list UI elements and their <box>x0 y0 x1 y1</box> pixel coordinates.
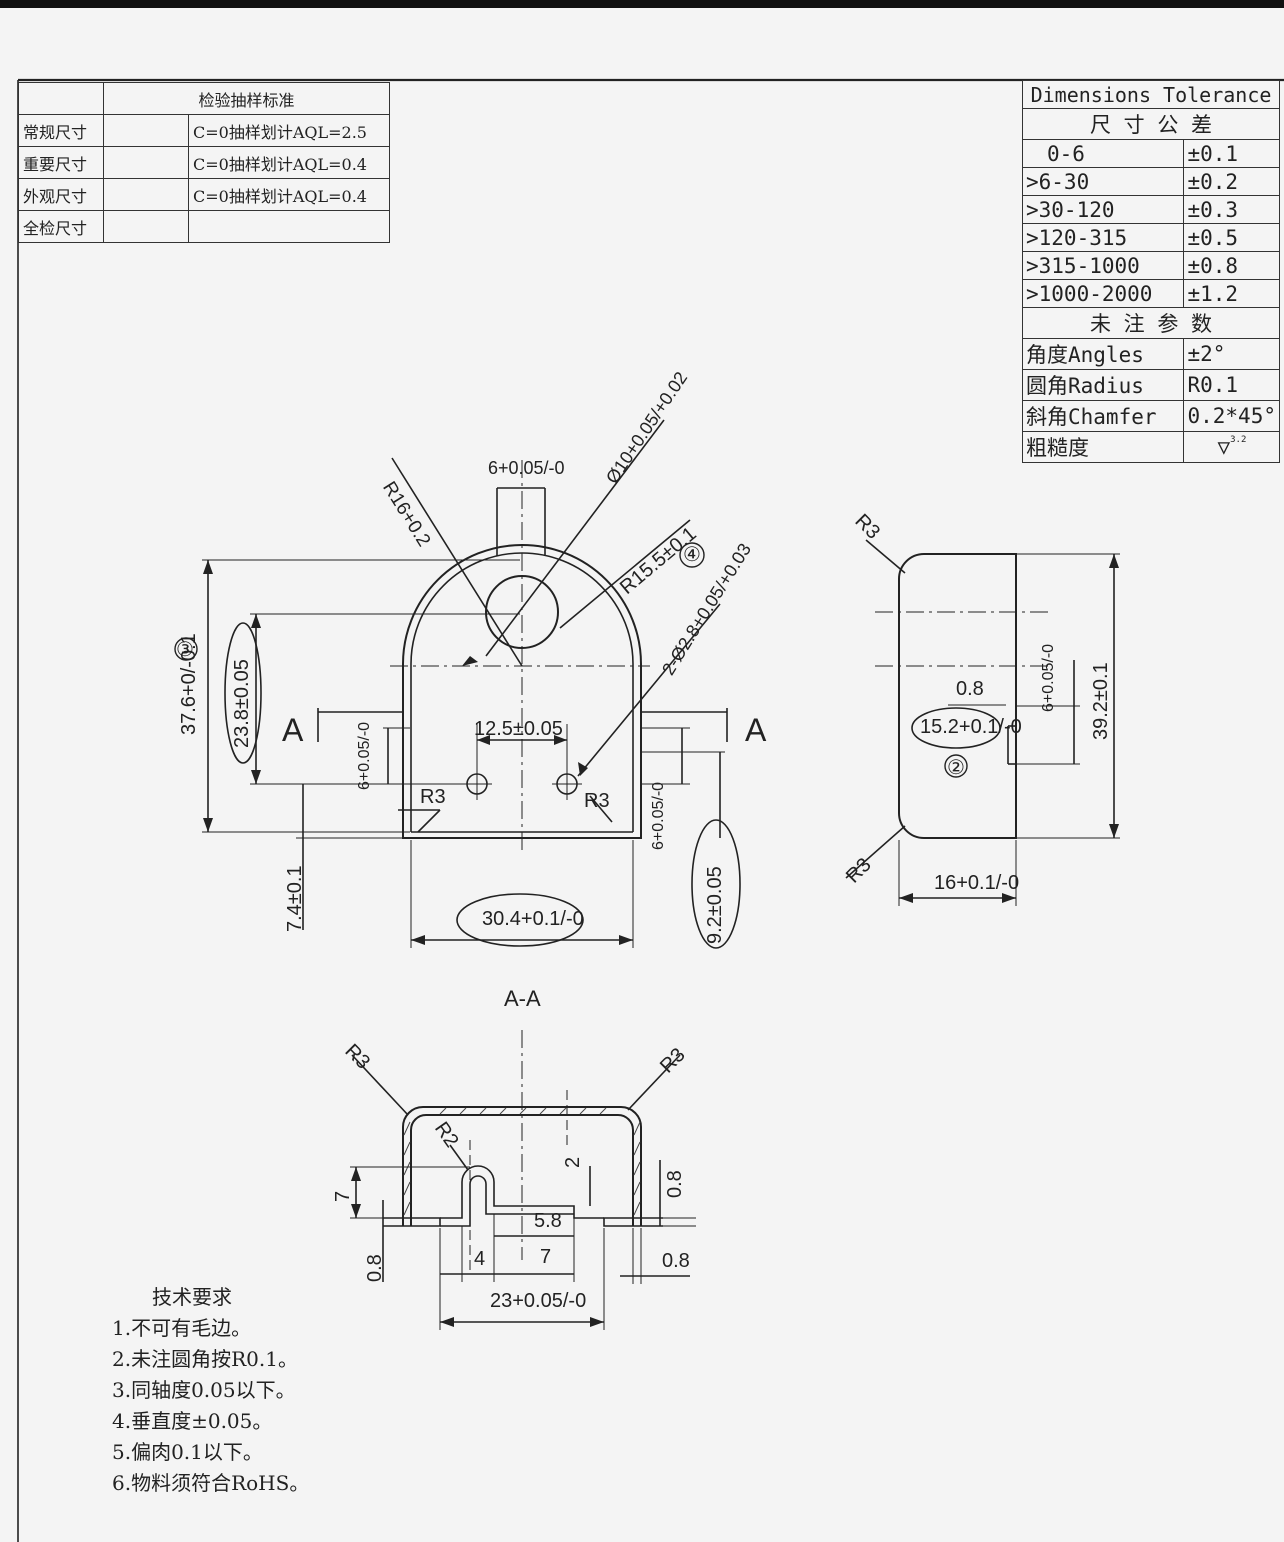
param-value: R0.1 <box>1183 369 1280 401</box>
insp-rule: C=0抽样划计AQL=2.5 <box>188 114 390 147</box>
dim-r3-left: R3 <box>420 786 446 808</box>
tol-range: >6-30 <box>1021 167 1185 196</box>
side-view-outline <box>845 539 1120 906</box>
list-item: 1.不可有毛边。 <box>112 1316 252 1340</box>
table-row: >30-120±0.3 <box>1021 195 1280 224</box>
balloon-4: ④ <box>683 544 701 566</box>
tech-requirements: 技术要求 1.不可有毛边。 2.未注圆角按R0.1。 3.同轴度0.05以下。 … <box>112 1282 309 1499</box>
dim-h6-left: 6+0.05/-0 <box>356 721 373 790</box>
list-item: 6.物料须符合RoHS。 <box>112 1471 310 1495</box>
section-title: A-A <box>504 986 541 1011</box>
dim-h15-2: 15.2+0.1/-0 <box>920 716 1022 738</box>
roughness-icon: ▽ <box>1217 435 1231 459</box>
dim-d2: 2 <box>562 1156 584 1168</box>
dim-w30-4: 30.4+0.1/-0 <box>482 908 584 930</box>
tol-value: ±0.3 <box>1183 195 1280 224</box>
dim-d0-8-right-h: 0.8 <box>662 1250 690 1272</box>
list-item: 2.未注圆角按R0.1。 <box>112 1347 298 1371</box>
list-item: 4.垂直度±0.05。 <box>112 1409 273 1433</box>
dim-side-w6: 6+0.05/-0 <box>1040 643 1057 712</box>
tol-title-cn: 尺 寸 公 差 <box>1022 108 1280 140</box>
dim-w6-top: 6+0.05/-0 <box>488 458 565 478</box>
list-item: 3.同轴度0.05以下。 <box>112 1378 296 1402</box>
dim-t0-8: 0.8 <box>956 678 984 700</box>
table-row: >120-315±0.5 <box>1021 223 1280 252</box>
tol-value: ±0.5 <box>1183 223 1280 252</box>
roughness-value: ▽3.2 <box>1183 431 1280 463</box>
tol-range: >1000-2000 <box>1021 279 1185 308</box>
tol-value: ±1.2 <box>1183 279 1280 308</box>
insp-corner-cell <box>18 82 104 115</box>
symbol-ellipse-icon <box>103 146 189 179</box>
tech-requirements-title: 技术要求 <box>152 1285 232 1309</box>
dim-h23-8: 23.8±0.05 <box>231 659 253 748</box>
dim-d7-bottom: 7 <box>540 1246 552 1268</box>
dim-h7-4: 7.4±0.1 <box>284 865 306 932</box>
param-value: 0.2*45° <box>1183 400 1280 432</box>
balloon-2: ② <box>947 757 965 779</box>
table-row: 0-6±0.1 <box>1021 139 1280 168</box>
dim-h9-2: 9.2±0.05 <box>704 866 726 944</box>
param-name: 角度Angles <box>1021 338 1185 370</box>
symbol-parallelogram-icon <box>103 178 189 211</box>
dim-w16: 16+0.1/-0 <box>934 872 1020 894</box>
balloon-3: ③ <box>176 639 194 661</box>
dim-d5-8: 5.8 <box>534 1210 562 1232</box>
tol-range: >315-1000 <box>1021 251 1185 280</box>
param-name: 斜角Chamfer <box>1021 400 1185 432</box>
table-row: >1000-2000±1.2 <box>1021 279 1280 308</box>
section-mark-a-right: A <box>745 712 767 748</box>
dim-d23: 23+0.05/-0 <box>490 1290 587 1312</box>
table-row: 角度Angles±2° <box>1021 338 1280 370</box>
table-row: 粗糙度▽3.2 <box>1021 431 1280 463</box>
tol-range: 0-6 <box>1021 139 1185 168</box>
tol-value: ±0.2 <box>1183 167 1280 196</box>
table-row: 全检尺寸 <box>18 210 390 243</box>
insp-rule: C=0抽样划计AQL=0.4 <box>188 178 390 211</box>
tolerance-table: Dimensions Tolerance 尺 寸 公 差 0-6±0.1 >6-… <box>1021 80 1280 463</box>
table-row: 外观尺寸 C=0抽样划计AQL=0.4 <box>18 178 390 211</box>
tol-value: ±0.1 <box>1183 139 1280 168</box>
table-row: 重要尺寸 C=0抽样划计AQL=0.4 <box>18 146 390 179</box>
dim-d0-8-right-v: 0.8 <box>664 1170 686 1198</box>
dim-w12-5: 12.5±0.05 <box>474 718 563 740</box>
param-value: ±2° <box>1183 338 1280 370</box>
tol-range: >120-315 <box>1021 223 1185 252</box>
insp-type: 外观尺寸 <box>18 178 104 211</box>
scan-top-edge <box>0 0 1284 8</box>
inspection-standard-table: 检验抽样标准 常规尺寸 C=0抽样划计AQL=2.5 重要尺寸 C=0抽样划计A… <box>18 82 390 243</box>
param-name: 圆角Radius <box>1021 369 1185 401</box>
table-row: 常规尺寸 C=0抽样划计AQL=2.5 <box>18 114 390 147</box>
tol-title-en: Dimensions Tolerance <box>1022 80 1280 109</box>
dim-d7-left: 7 <box>332 1190 354 1202</box>
insp-title: 检验抽样标准 <box>103 82 390 115</box>
dim-h6-right: 6+0.05/-0 <box>650 781 667 850</box>
insp-type: 重要尺寸 <box>18 146 104 179</box>
section-view-outline <box>350 1030 696 1330</box>
insp-type: 全检尺寸 <box>18 210 104 243</box>
table-row: >315-1000±0.8 <box>1021 251 1280 280</box>
insp-type: 常规尺寸 <box>18 114 104 147</box>
insp-rule: C=0抽样划计AQL=0.4 <box>188 146 390 179</box>
dim-r3-right: R3 <box>584 790 610 812</box>
dim-d4: 4 <box>474 1248 486 1270</box>
insp-rule <box>188 210 390 243</box>
section-mark-a-left: A <box>282 712 304 748</box>
tol-range: >30-120 <box>1021 195 1185 224</box>
dim-d0-8-left: 0.8 <box>364 1254 386 1282</box>
symbol-line-icon <box>103 114 189 147</box>
table-row: >6-30±0.2 <box>1021 167 1280 196</box>
list-item: 5.偏肉0.1以下。 <box>112 1440 263 1464</box>
unnoted-title: 未 注 参 数 <box>1022 307 1280 339</box>
symbol-rectangle-icon <box>103 210 189 243</box>
tol-value: ±0.8 <box>1183 251 1280 280</box>
front-view-outline <box>202 419 741 949</box>
dim-h39-2: 39.2±0.1 <box>1090 662 1112 740</box>
param-name: 粗糙度 <box>1021 431 1185 463</box>
